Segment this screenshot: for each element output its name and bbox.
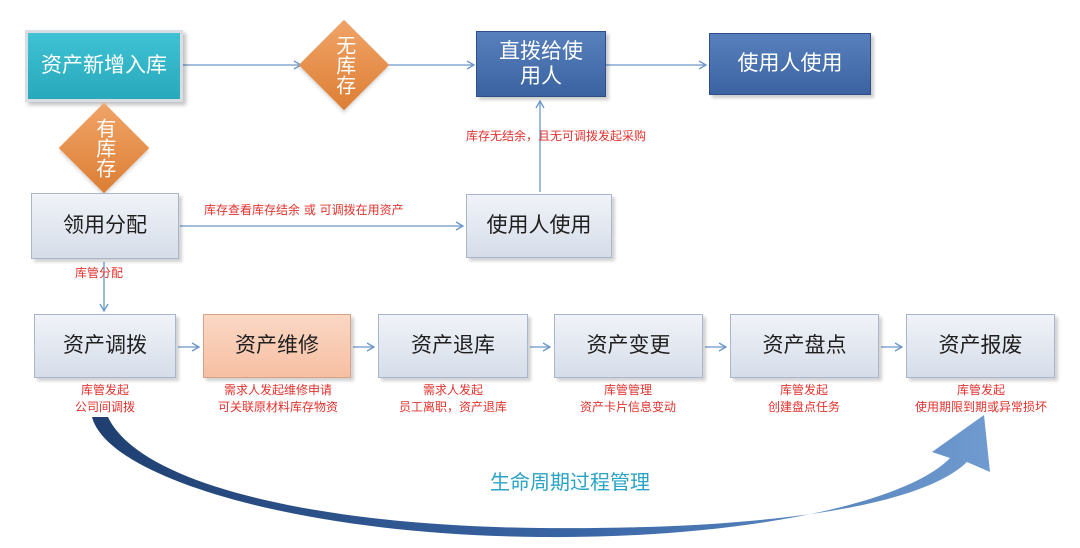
has-stock-diamond: 有库存: [58, 102, 150, 194]
stage-return-note-line2: 员工离职，资产退库: [398, 399, 507, 414]
direct-allocate-box: 直拨给使用人: [476, 31, 606, 97]
stage-repair-note: 需求人发起维修申请 可关联原材料库存物资: [202, 382, 354, 416]
stage-return-note: 需求人发起 员工离职，资产退库: [378, 382, 528, 416]
stage-repair-box: 资产维修: [203, 314, 351, 378]
stage-return-label: 资产退库: [411, 333, 495, 358]
stage-inventory-box: 资产盘点: [730, 314, 879, 378]
new-asset-box: 资产新增入库: [25, 30, 183, 102]
stage-repair-label: 资产维修: [235, 333, 319, 358]
direct-allocate-label: 直拨给使用人: [499, 38, 583, 88]
new-asset-label: 资产新增入库: [41, 53, 167, 78]
stage-scrap-note-line2: 使用期限到期或异常损坏: [914, 399, 1047, 414]
stage-transfer-note: 库管发起 公司间调拨: [45, 382, 165, 416]
stage-repair-note-line1: 需求人发起维修申请: [223, 383, 332, 397]
stage-change-label: 资产变更: [586, 333, 671, 358]
user-use-mid-label: 使用人使用: [486, 213, 592, 238]
stage-inventory-note-line1: 库管发起: [779, 383, 828, 397]
stage-inventory-note: 库管发起 创建盘点任务: [729, 382, 879, 416]
stage-change-box: 资产变更: [554, 314, 703, 378]
user-use-top-box: 使用人使用: [709, 33, 871, 95]
manager-allocate-note: 库管分配: [75, 266, 124, 280]
has-stock-label: 有库存: [92, 118, 117, 178]
stage-transfer-box: 资产调拨: [34, 314, 176, 378]
stage-inventory-label: 资产盘点: [762, 333, 847, 358]
no-stock-diamond: 无库存: [298, 19, 390, 111]
receive-allocate-label: 领用分配: [63, 213, 147, 238]
no-surplus-note: 库存无结余，且无可调拨发起采购: [466, 129, 647, 143]
stage-inventory-note-line2: 创建盘点任务: [767, 399, 840, 414]
stage-scrap-label: 资产报废: [938, 333, 1023, 358]
receive-allocate-box: 领用分配: [31, 193, 179, 259]
stage-change-note: 库管管理 资产卡片信息变动: [553, 382, 703, 416]
no-stock-label: 无库存: [332, 35, 357, 95]
stage-return-box: 资产退库: [378, 314, 528, 378]
stage-transfer-note-line1: 库管发起: [80, 383, 129, 397]
stage-change-note-line2: 资产卡片信息变动: [579, 399, 676, 414]
stage-scrap-box: 资产报废: [906, 314, 1055, 378]
stage-scrap-note: 库管发起 使用期限到期或异常损坏: [896, 382, 1066, 416]
check-surplus-note: 库存查看库存结余 或 可调拨在用资产: [204, 203, 404, 217]
user-use-mid-box: 使用人使用: [466, 194, 612, 258]
lifecycle-label: 生命周期过程管理: [490, 470, 650, 494]
stage-return-note-line1: 需求人发起: [422, 383, 483, 397]
stage-transfer-label: 资产调拨: [63, 333, 147, 358]
stage-transfer-note-line2: 公司间调拨: [74, 399, 135, 414]
stage-repair-note-line2: 可关联原材料库存物资: [217, 399, 338, 414]
user-use-top-label: 使用人使用: [737, 51, 843, 76]
stage-change-note-line1: 库管管理: [603, 383, 652, 397]
stage-scrap-note-line1: 库管发起: [956, 383, 1005, 397]
